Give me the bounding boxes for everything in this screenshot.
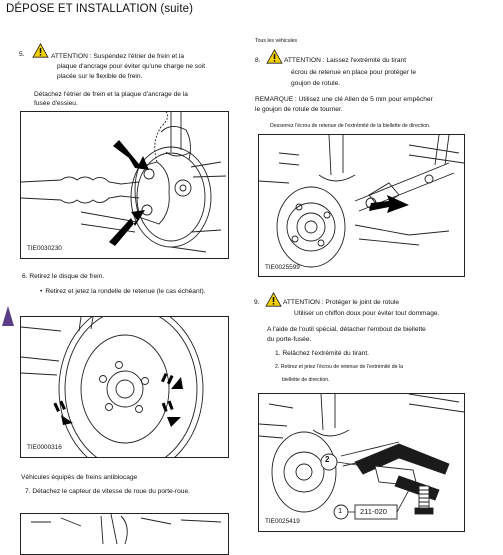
figure-label: TIE0030230 [27, 245, 62, 252]
side-marker-icon [2, 306, 14, 326]
step5-body1: Détachez l'étrier de frein et la plaque … [34, 91, 188, 98]
figure-special-tool: 2 1 211-020 TIE0025419 [258, 393, 465, 532]
figure-caliper-removal: TIE0030230 [20, 111, 229, 259]
tool-illustration [259, 394, 464, 520]
step8-number: 8. [255, 57, 261, 64]
step8-note1: REMARQUE : Utilisez une clé Allen de 5 m… [255, 96, 433, 103]
step8-attention: ATTENTION : Laissez l'extrémité du tiran… [284, 57, 407, 64]
step6-bullet: Retirez et jetez la rondelle de retenue … [40, 287, 205, 296]
callout-1-label: 1 [338, 506, 343, 515]
step9-sub2b: biellette de direction. [282, 377, 330, 383]
tool-number: 211-020 [360, 507, 387, 516]
step7-text: 7. Détachez le capteur de vitesse de rou… [25, 488, 190, 495]
arrow-indicators [109, 140, 149, 246]
step8-line2: écrou de retenue en place pour protéger … [291, 69, 417, 76]
step5-line2: plaque d'ancrage pour éviter qu'une char… [57, 63, 206, 70]
figure-disc-removal: TIE0000316 [20, 316, 229, 458]
figure-abs-sensor [20, 513, 229, 555]
arrow-indicators [53, 372, 183, 427]
step9-sub2a: 2. Retirez et jetez l'écrou de retenue d… [275, 364, 403, 370]
warning-icon [265, 292, 282, 307]
caliper-illustration [21, 112, 227, 253]
step9-attention: ATTENTION : Protéger le joint de rotule [283, 299, 400, 306]
warning-icon [266, 49, 283, 64]
step9-number: 9. [254, 299, 260, 306]
step5-line3: placée sur le flexible de frein. [57, 73, 143, 80]
step9-line2: Utiliser un chiffon doux pour éviter tou… [294, 310, 440, 317]
step8-line3: goujon de rotule. [291, 80, 341, 87]
tie-rod-illustration [259, 135, 464, 268]
callout-2-label: 2 [325, 455, 330, 464]
step8-caption: Desserrez l'écrou de retenue de l'extrém… [270, 123, 431, 129]
step6-text: 6. Retirez le disque de frein. [22, 273, 105, 280]
figure-label: TIE0025599 [265, 264, 300, 271]
arrow-indicator [369, 195, 409, 213]
figure-label: TIE0000316 [27, 444, 62, 451]
step8-note2: le goujon de rotule de tourner. [255, 106, 343, 113]
step5-body2: fusée d'essieu. [34, 100, 78, 107]
disc-illustration [21, 317, 204, 457]
warning-icon [32, 43, 49, 58]
step9-body1: A l'aide de l'outil spécial, détacher l'… [267, 326, 426, 333]
abs-heading: Véhicules équipés de freins antiblocage [21, 474, 138, 481]
step9-body2: du porte-fusée. [267, 336, 312, 343]
figure-tie-rod-nut: TIE0025599 [258, 134, 465, 277]
page-title: DÉPOSE ET INSTALLATION (suite) [6, 3, 194, 15]
step5-attention: ATTENTION : Suspendez l'étrier de frein … [51, 53, 185, 60]
step9-sub1: 1. Relâchez l'extrémité du tirant. [275, 350, 369, 357]
all-vehicles-heading: Tous les véhicules [255, 38, 298, 44]
figure-label: TIE0025419 [265, 518, 300, 525]
step5-number: 5. [19, 51, 25, 58]
